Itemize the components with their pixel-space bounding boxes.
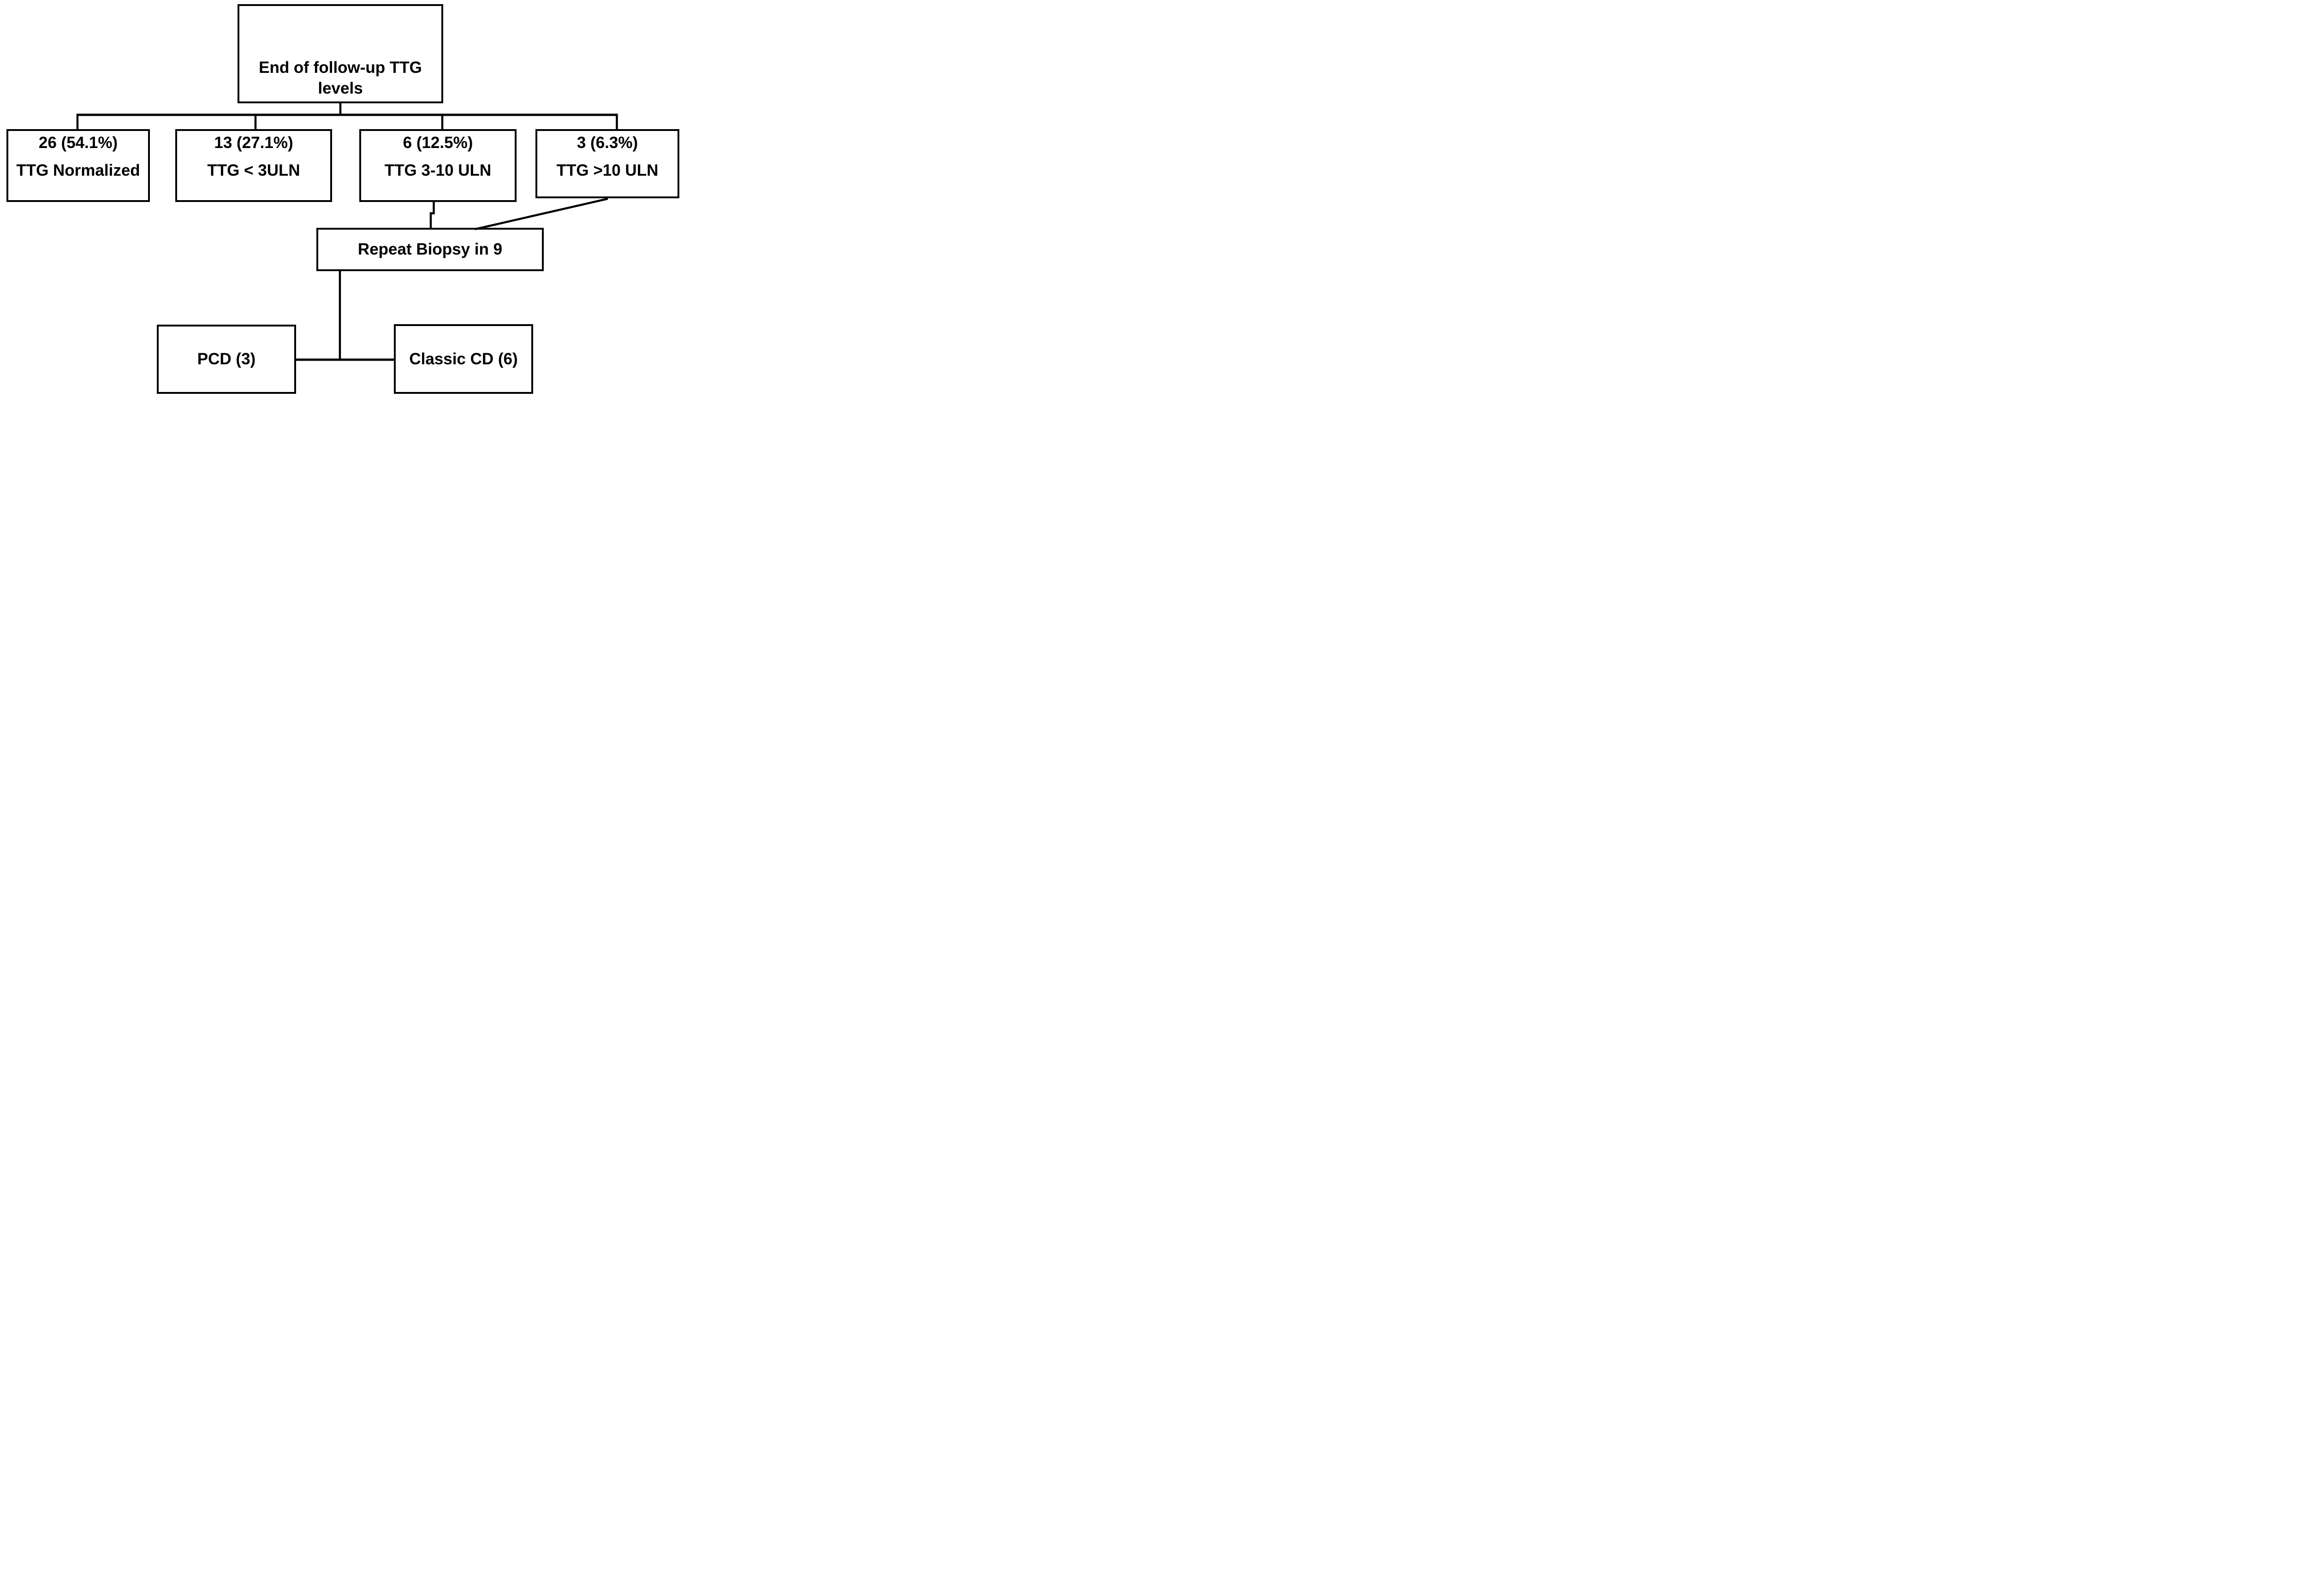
node-ttg-over-10-uln-count: 3 (6.3%) bbox=[576, 134, 638, 152]
node-classic-cd: Classic CD (6) bbox=[394, 324, 533, 394]
node-ttg-normalized: 26 (54.1%) TTG Normalized bbox=[6, 129, 150, 202]
connector-ttg-3-10-to-biopsy bbox=[429, 201, 435, 229]
node-ttg-under-3uln-count: 13 (27.1%) bbox=[214, 134, 293, 152]
connector-ttg-over-10-to-biopsy bbox=[475, 197, 608, 231]
node-ttg-3-10-uln-count: 6 (12.5%) bbox=[403, 134, 473, 152]
node-pcd-label: PCD (3) bbox=[197, 350, 256, 368]
node-ttg-3-10-uln-label: TTG 3-10 ULN bbox=[384, 161, 492, 179]
node-ttg-under-3uln: 13 (27.1%) TTG < 3ULN bbox=[175, 129, 332, 202]
node-ttg-normalized-label: TTG Normalized bbox=[16, 161, 140, 179]
node-end-of-followup-ttg-levels: End of follow-up TTG levels bbox=[238, 4, 443, 103]
node-ttg-3-10-uln: 6 (12.5%) TTG 3-10 ULN bbox=[359, 129, 517, 202]
node-title-line2: levels bbox=[318, 79, 363, 97]
node-ttg-over-10-uln: 3 (6.3%) TTG >10 ULN bbox=[535, 129, 679, 198]
node-repeat-biopsy: Repeat Biopsy in 9 bbox=[316, 228, 544, 271]
node-ttg-under-3uln-label: TTG < 3ULN bbox=[207, 161, 300, 179]
node-classic-cd-label: Classic CD (6) bbox=[409, 350, 518, 368]
flowchart: End of follow-up TTG levels 26 (54.1%) T… bbox=[0, 0, 681, 399]
node-title-line1: End of follow-up TTG bbox=[259, 59, 422, 77]
node-ttg-normalized-count: 26 (54.1%) bbox=[38, 134, 118, 152]
node-ttg-over-10-uln-label: TTG >10 ULN bbox=[556, 161, 659, 179]
node-pcd: PCD (3) bbox=[157, 325, 296, 394]
node-repeat-biopsy-label: Repeat Biopsy in 9 bbox=[357, 240, 503, 258]
